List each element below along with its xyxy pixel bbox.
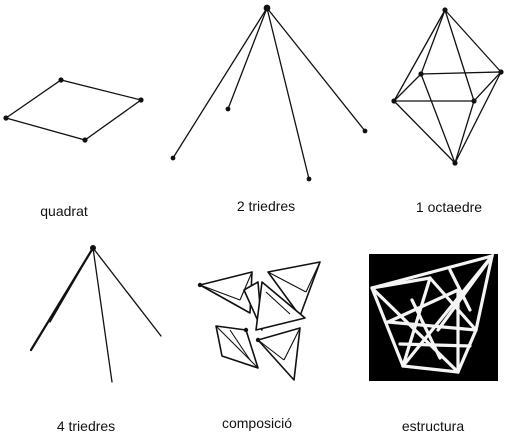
caption-two-trihedra: 2 triedres xyxy=(236,198,296,214)
vertex xyxy=(306,176,312,182)
vertex xyxy=(362,128,368,134)
caption-structure: estructura xyxy=(401,418,465,434)
caption-octahedron: 1 octaedre xyxy=(415,199,483,215)
vertex xyxy=(225,106,231,112)
structure-photo xyxy=(369,253,498,381)
caption-four-trihedra: 4 triedres xyxy=(56,418,116,434)
octahedron-figure xyxy=(391,7,504,166)
square-outline xyxy=(4,79,143,141)
vertex xyxy=(138,97,144,103)
vertex xyxy=(58,77,64,83)
apex xyxy=(263,4,271,12)
vertex xyxy=(82,137,88,143)
caption-quadrat: quadrat xyxy=(40,203,88,219)
apex xyxy=(90,245,96,251)
four-trihedra-figure xyxy=(29,245,162,383)
vertex xyxy=(3,115,9,121)
vertex xyxy=(170,155,176,161)
caption-composition: composició xyxy=(221,415,293,431)
quadrat-figure xyxy=(3,77,144,143)
two-trihedra-figure xyxy=(170,4,368,182)
composition-figure xyxy=(197,261,321,381)
